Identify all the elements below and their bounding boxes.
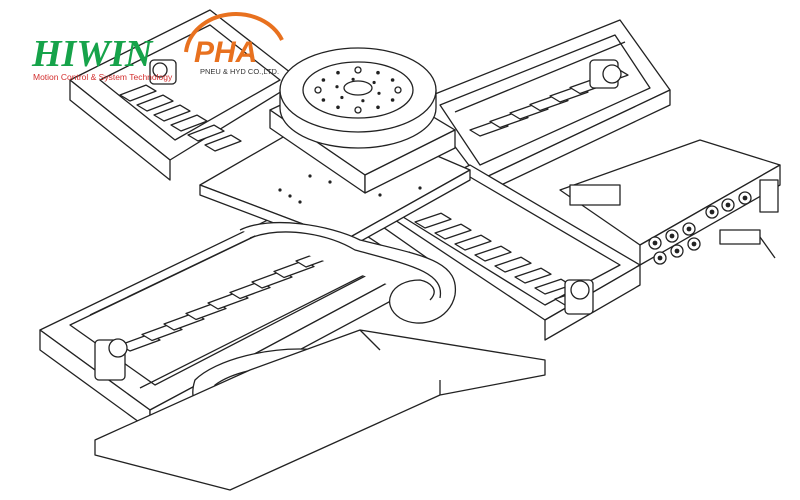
magnet-segment (204, 134, 242, 152)
pha-swoosh-icon (184, 12, 284, 53)
magnet-segment (153, 104, 191, 122)
bolt-hole (372, 80, 376, 85)
bolt-hole (390, 78, 395, 82)
bolt-hole (376, 70, 380, 75)
bolt-hole (314, 86, 322, 94)
pha-tagline: PNEU & HYD CO.,LTD. (200, 67, 279, 76)
magnet-segment (494, 256, 532, 273)
magnet-segment (170, 114, 208, 132)
magnet-segment (454, 234, 492, 251)
magnet-segment (434, 223, 472, 240)
connector-port-pin (674, 248, 680, 254)
rotary-table (269, 47, 456, 194)
cable-chain-upper (239, 221, 456, 324)
connector-port-pin (709, 209, 715, 215)
connector-port-pin (725, 202, 731, 208)
bolt-hole (335, 85, 339, 89)
bolt-hole (390, 98, 395, 102)
bolt-hole (376, 105, 380, 110)
hiwin-logo: HIWIN Motion Control & System Technology (31, 33, 173, 82)
end-stop-blocks (94, 59, 622, 381)
magnet-segment (514, 267, 552, 284)
magnet-segment (474, 245, 512, 262)
bolt-hole (336, 105, 340, 110)
bolt-hole (354, 106, 362, 114)
connector-port-pin (742, 195, 748, 201)
connector-port-pin (669, 233, 675, 239)
hiwin-logo-text: HIWIN (31, 33, 154, 75)
bolt-hole (377, 91, 381, 95)
magnet-segment (119, 84, 157, 102)
magnet-segment (414, 212, 452, 229)
bolt-hole (321, 78, 326, 82)
magnet-segment (187, 124, 225, 142)
connector-port-pin (652, 240, 658, 246)
lower-x-axis-magnet-track (119, 249, 337, 352)
bolt-hole (354, 66, 362, 74)
connector-port-pin (686, 226, 692, 232)
bolt-hole (336, 70, 340, 75)
hiwin-tagline: Motion Control & System Technology (33, 72, 173, 82)
magnet-segment (136, 94, 174, 112)
connector-port-pin (691, 241, 697, 247)
connector-port-pin (657, 255, 663, 261)
base-mounting-plate (94, 329, 546, 491)
connector-panel (559, 139, 781, 266)
bolt-hole (361, 99, 365, 103)
back-y-axis-rail (69, 9, 301, 181)
bolt-hole (351, 77, 355, 81)
bolt-hole (340, 95, 344, 100)
bolt-hole (321, 98, 326, 102)
pha-logo-text: PHA (194, 36, 257, 69)
bolt-hole (394, 86, 402, 94)
pha-logo: PHA PNEU & HYD CO.,LTD. (184, 12, 284, 76)
